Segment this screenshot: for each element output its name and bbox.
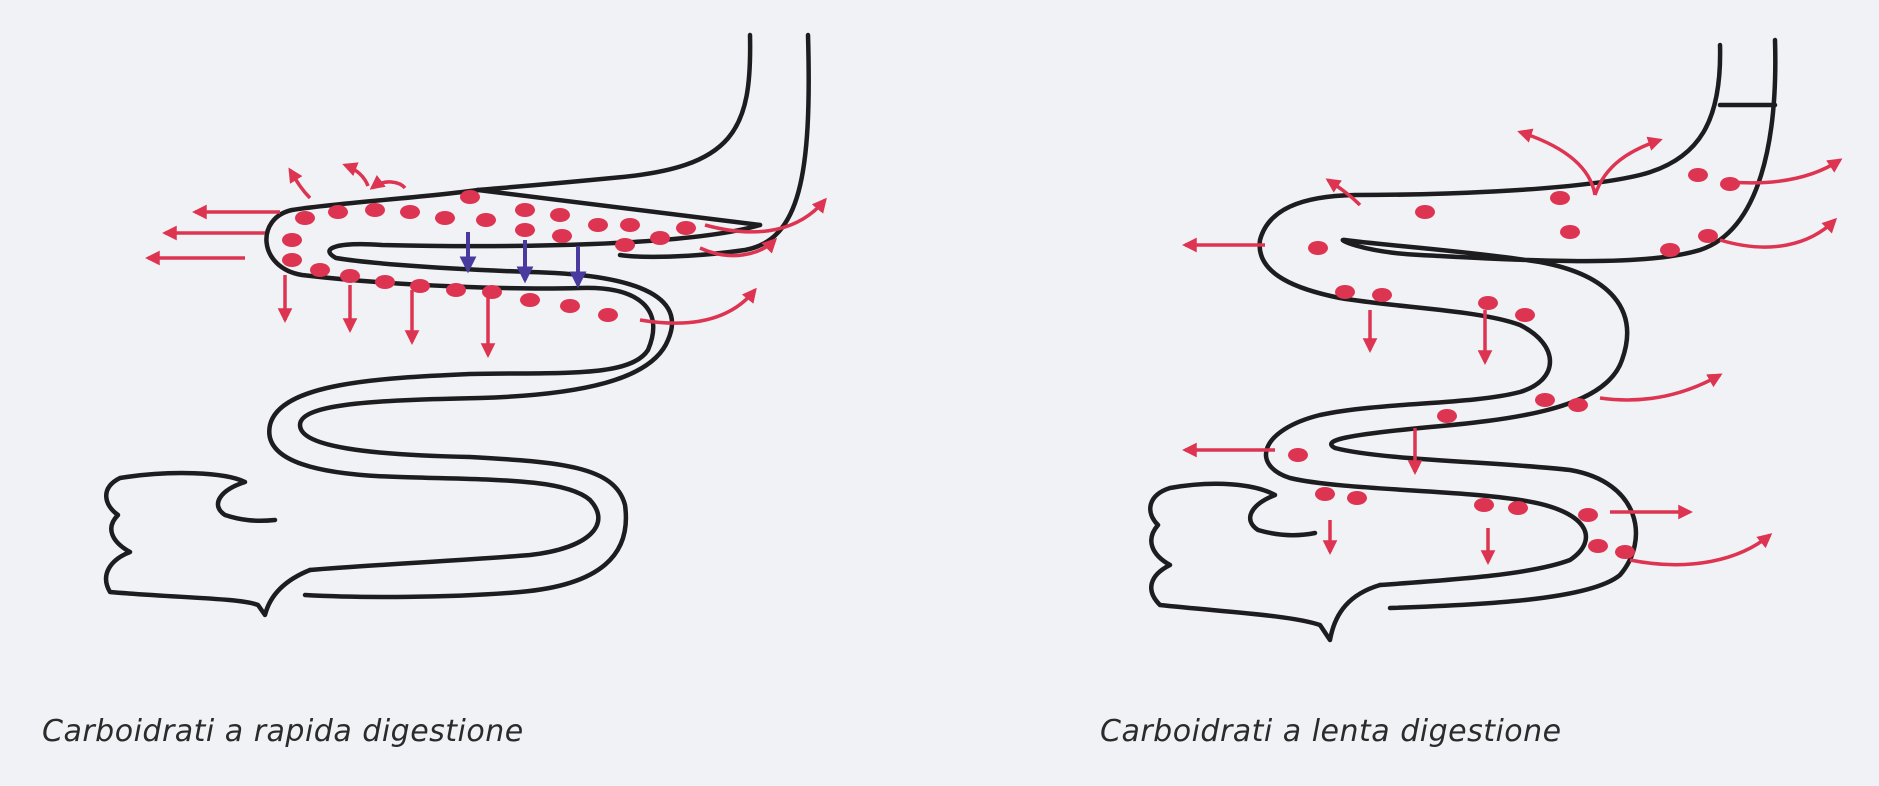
fast-digestion-panel <box>106 35 825 615</box>
fast-absorption-arrows <box>148 165 825 355</box>
fast-digestion-caption: Carboidrati a rapida digestione <box>42 714 524 749</box>
fast-gut-outline <box>106 35 809 615</box>
slow-gut-outline <box>1150 40 1775 640</box>
slow-digestion-caption: Carboidrati a lenta digestione <box>1100 714 1562 749</box>
slow-digestion-panel <box>1150 40 1840 640</box>
